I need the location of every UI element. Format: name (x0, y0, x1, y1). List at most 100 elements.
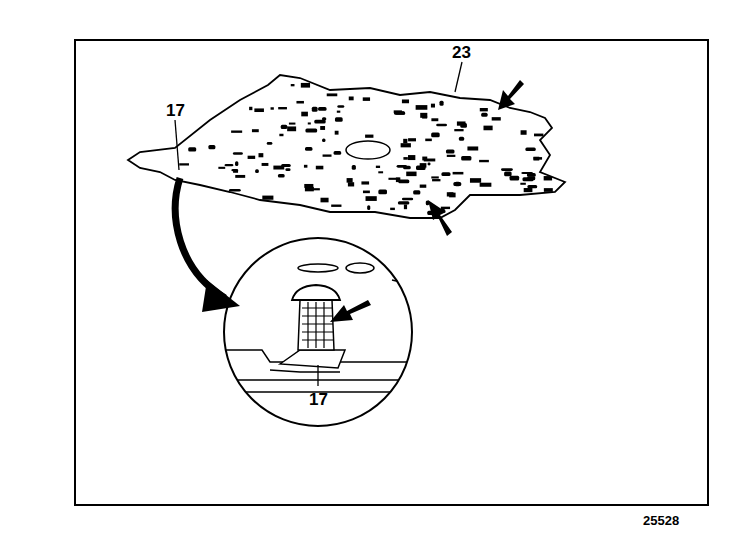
plate-hole (346, 141, 390, 159)
plate-hole (378, 171, 383, 173)
plate-hole (229, 189, 241, 191)
plate-hole (323, 154, 332, 156)
plate-hole (322, 117, 326, 120)
plate-hole (413, 190, 420, 194)
plate-hole (376, 166, 380, 168)
plate-hole (527, 185, 537, 188)
plate-hole (455, 182, 460, 187)
plate-hole (320, 126, 325, 130)
plate-hole (408, 138, 416, 141)
plate-hole (492, 117, 501, 120)
plate-hole (533, 157, 542, 160)
part-number: 23 (452, 44, 471, 61)
plate-hole (218, 167, 225, 169)
detail-view (224, 263, 420, 392)
plate-hole (349, 96, 354, 100)
plate-hole (453, 172, 464, 175)
plate-hole (188, 147, 196, 151)
plate-hole (504, 172, 511, 177)
plate-hole (235, 175, 245, 178)
plate-hole (366, 196, 377, 201)
plate-hole (420, 113, 427, 118)
plate-hole (249, 107, 252, 110)
plate-hole (461, 156, 471, 161)
plate-hole (467, 146, 478, 150)
plate-hole (318, 107, 326, 111)
plate-hole (312, 107, 318, 112)
plate-hole (304, 165, 307, 168)
plate-hole (390, 208, 395, 210)
plate-hole (480, 108, 488, 111)
detail-circle (224, 238, 412, 426)
plate-hole (402, 198, 413, 201)
plate-hole (501, 168, 513, 171)
callout-number: 17 (166, 102, 185, 119)
plate-hole (422, 157, 427, 161)
plate-hole (365, 135, 373, 138)
plate-hole (287, 126, 296, 131)
plate-hole (291, 84, 295, 86)
plate-hole (449, 193, 455, 198)
plate-hole (398, 201, 410, 204)
plate-hole (521, 172, 533, 174)
plate-hole (510, 176, 520, 181)
plate-hole (305, 128, 317, 132)
plate-hole (428, 163, 431, 166)
plate-hole (524, 188, 533, 192)
plate-hole (378, 190, 387, 195)
plate-hole (420, 185, 427, 188)
plate-hole (258, 153, 263, 157)
plate-hole (348, 182, 354, 186)
plate-hole (470, 178, 481, 183)
plate-hole (394, 110, 402, 113)
plate-hole (479, 160, 489, 162)
plate-hole (534, 134, 543, 137)
plate-hole (403, 139, 407, 143)
plate-hole (397, 165, 407, 168)
plate-hole (289, 123, 296, 125)
location-arrow (428, 200, 452, 236)
plate-hole (401, 143, 411, 147)
plate-hole (367, 205, 370, 210)
plate-hole (273, 166, 284, 170)
plate-hole (544, 176, 552, 180)
plate-hole (527, 176, 535, 180)
plate-hole (483, 126, 492, 131)
leader-line (175, 120, 179, 170)
plate-hole (459, 137, 464, 141)
plate-hole (301, 112, 308, 117)
plate-hole (296, 101, 303, 104)
plate-hole (278, 107, 287, 109)
location-arrow (498, 80, 524, 110)
plate-hole (271, 107, 274, 109)
plate-hole (235, 161, 238, 166)
figure-number: 25528 (643, 514, 679, 527)
plate-hole (335, 131, 339, 135)
plate-hole (446, 149, 455, 153)
plate-hole (361, 181, 369, 184)
plate-hole (305, 147, 312, 151)
plate-hole (363, 191, 370, 194)
plate-hole (363, 97, 370, 101)
plate-hole (439, 101, 443, 106)
plate-hole (521, 130, 527, 135)
plate-hole (481, 113, 487, 117)
spacer-plate (128, 75, 565, 218)
plate-hole (337, 111, 340, 113)
plate-hole (352, 165, 356, 170)
plate-hole (262, 163, 269, 166)
plate-hole (431, 118, 438, 121)
plate-hole (480, 183, 492, 187)
plate-hole (308, 122, 311, 124)
plate-hole (453, 182, 461, 186)
plate-hole (309, 188, 319, 190)
plate-hole (279, 134, 283, 136)
plate-hole (252, 129, 259, 132)
plate-hole (432, 179, 440, 181)
plate-hole (544, 188, 553, 192)
plate-hole (420, 163, 427, 168)
detail-arrow (175, 178, 225, 298)
plate-hole (208, 145, 215, 149)
plate-hole (396, 177, 400, 182)
